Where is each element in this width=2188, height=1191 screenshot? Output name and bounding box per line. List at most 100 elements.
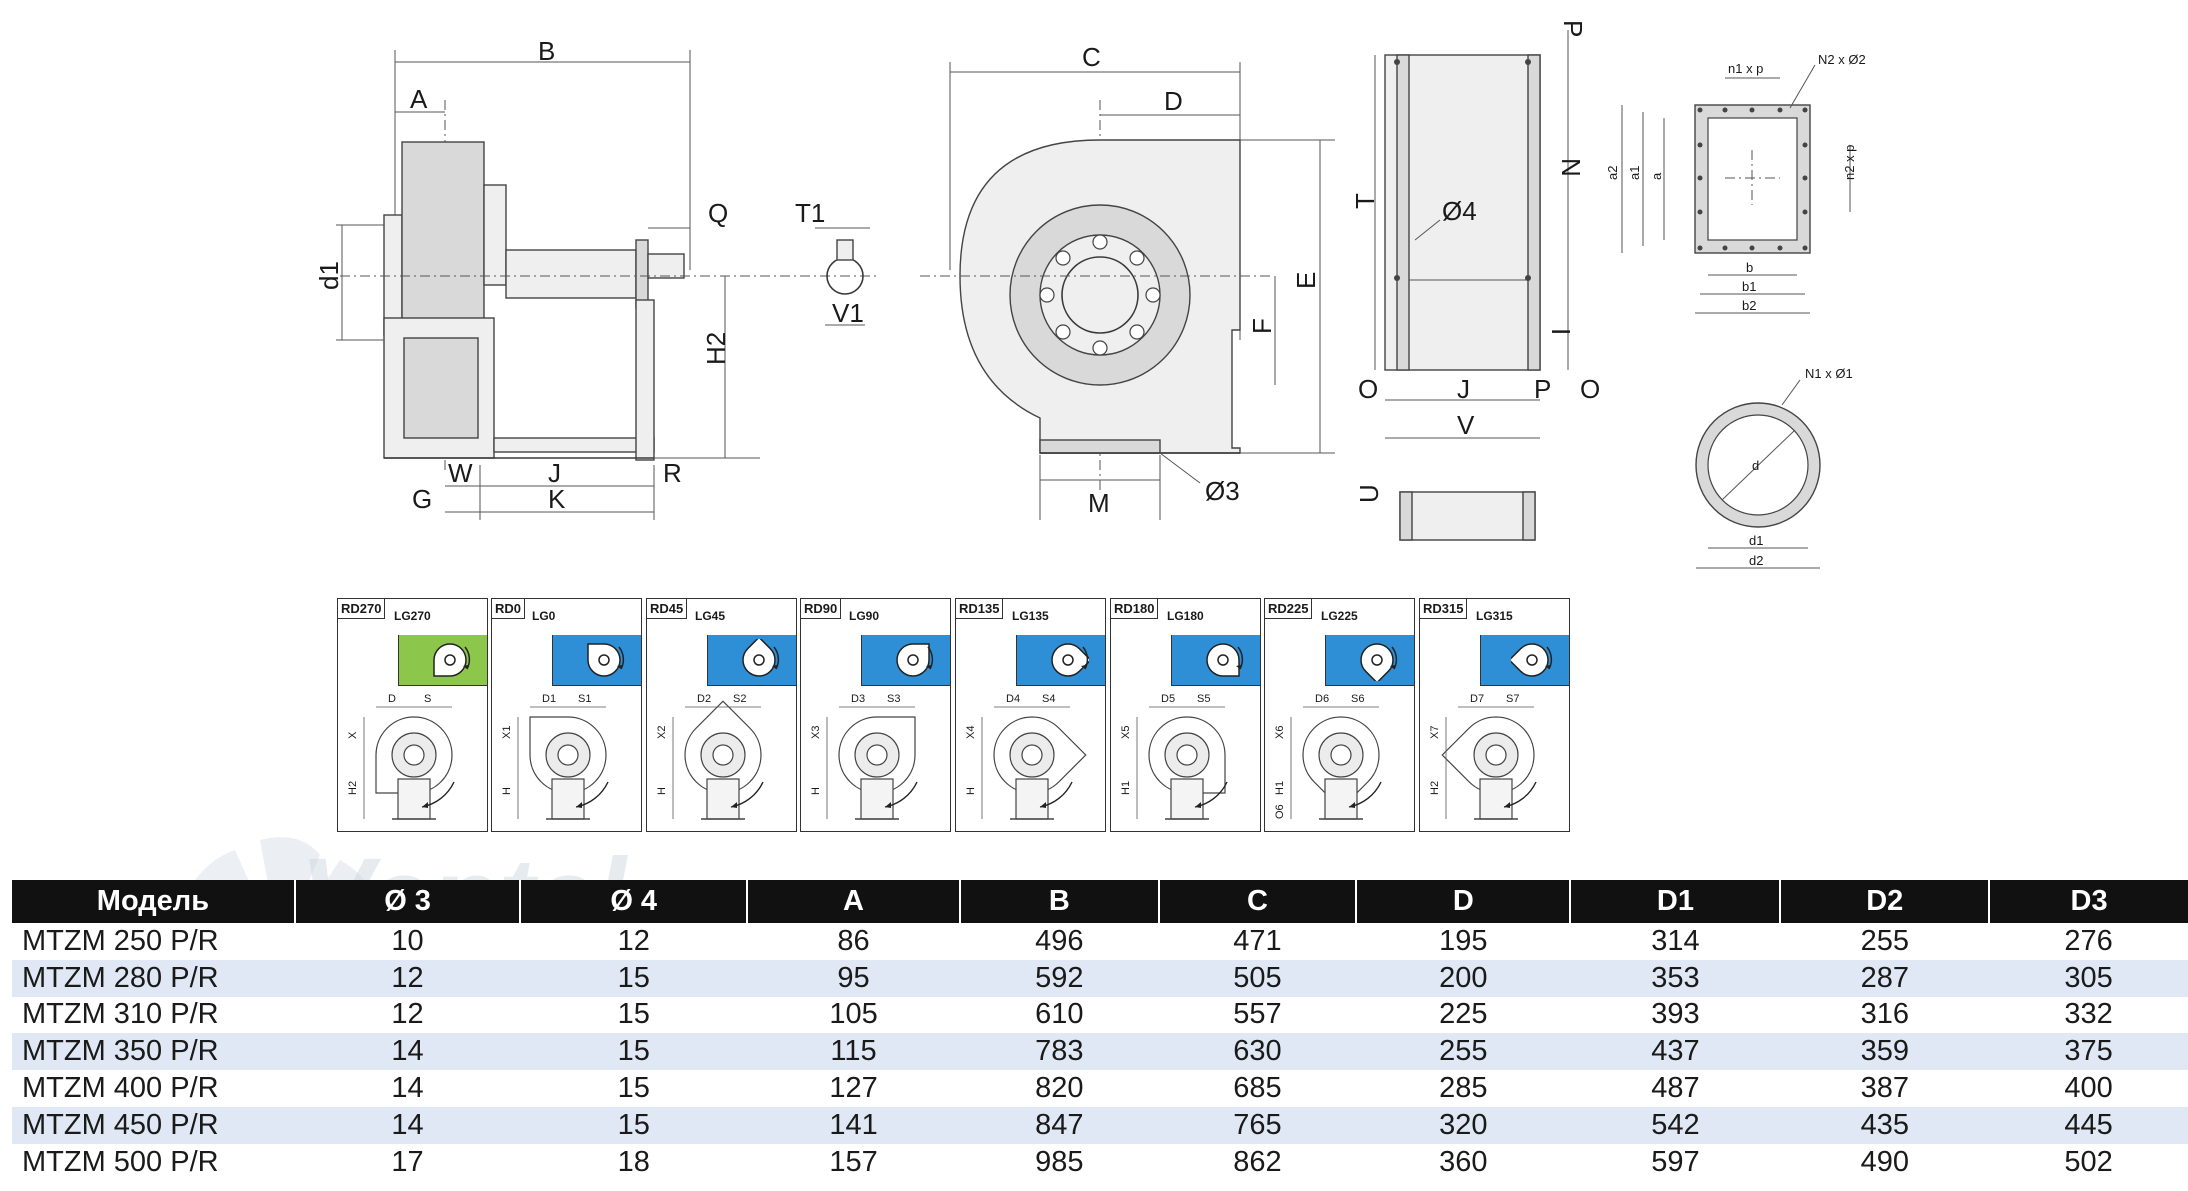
value-cell: 225 bbox=[1356, 996, 1571, 1034]
dim-V1: V1 bbox=[832, 298, 864, 328]
value-cell: 157 bbox=[747, 1143, 960, 1181]
variant-dim-label: X5 bbox=[1120, 726, 1132, 739]
model-cell: MTZM 250 P/R bbox=[12, 923, 295, 960]
dim-A: A bbox=[410, 84, 428, 114]
value-cell: 95 bbox=[747, 959, 960, 997]
value-cell: 437 bbox=[1570, 1033, 1781, 1071]
volute-orientation-icon bbox=[1511, 643, 1553, 677]
value-cell: 10 bbox=[294, 923, 521, 960]
variant-dim-label: H bbox=[965, 787, 977, 795]
dim-E: E bbox=[1291, 272, 1321, 289]
volute-orientation-icon bbox=[1206, 643, 1244, 677]
orientation-badge bbox=[707, 635, 796, 686]
orientation-badge bbox=[1325, 635, 1414, 686]
value-cell: 314 bbox=[1570, 923, 1781, 960]
dim-I: I bbox=[1546, 328, 1576, 335]
dim-C: C bbox=[1082, 42, 1101, 72]
model-cell: MTZM 400 P/R bbox=[12, 1070, 295, 1107]
value-cell: 505 bbox=[1158, 959, 1357, 997]
value-cell: 542 bbox=[1570, 1106, 1781, 1144]
value-cell: 557 bbox=[1158, 996, 1357, 1034]
variant-dim-label: X4 bbox=[965, 726, 977, 739]
variant-rd-label: RD225 bbox=[1265, 599, 1313, 619]
value-cell: 276 bbox=[1989, 923, 2188, 960]
value-cell: 502 bbox=[1989, 1143, 2188, 1181]
value-cell: 375 bbox=[1989, 1033, 2188, 1071]
variant-dim-label: H1 bbox=[1274, 781, 1286, 795]
column-header: D3 bbox=[1989, 880, 2188, 923]
variant-dim-label: S bbox=[424, 693, 431, 705]
variant-dim-label: D bbox=[388, 693, 396, 705]
variant-rd-label: RD180 bbox=[1111, 599, 1159, 619]
orientation-badge bbox=[1016, 635, 1105, 686]
variant-lg-label: LG315 bbox=[1476, 609, 1513, 623]
variant-dim-label: X2 bbox=[656, 726, 668, 739]
value-cell: 115 bbox=[747, 1033, 960, 1071]
variant-dim-label: S2 bbox=[733, 693, 746, 705]
dim-T: T bbox=[1350, 193, 1380, 209]
variant-dim-label: O6 bbox=[1274, 804, 1286, 819]
value-cell: 393 bbox=[1570, 996, 1781, 1034]
dim-N: N bbox=[1556, 158, 1586, 177]
value-cell: 12 bbox=[294, 959, 521, 997]
variant-dim-label: H bbox=[501, 787, 513, 795]
dim-O4: Ø4 bbox=[1442, 196, 1477, 226]
volute-orientation-icon bbox=[587, 643, 625, 677]
variant-lg-label: LG270 bbox=[394, 609, 431, 623]
value-cell: 285 bbox=[1356, 1070, 1571, 1107]
dim-J-side: J bbox=[548, 458, 561, 488]
variant-dim-label: S1 bbox=[578, 693, 591, 705]
value-cell: 12 bbox=[294, 996, 521, 1034]
value-cell: 15 bbox=[520, 996, 748, 1034]
dim-U: U bbox=[1354, 484, 1384, 503]
dim-D-front: D bbox=[1164, 86, 1183, 116]
variant-dim-label: D3 bbox=[851, 693, 865, 705]
flange-a1: a1 bbox=[1627, 166, 1642, 180]
value-cell: 847 bbox=[959, 1106, 1159, 1144]
dim-M: M bbox=[1088, 488, 1110, 518]
value-cell: 14 bbox=[294, 1033, 521, 1071]
variant-dim-label: D5 bbox=[1161, 693, 1175, 705]
value-cell: 400 bbox=[1989, 1070, 2188, 1107]
variant-lg-label: LG135 bbox=[1012, 609, 1049, 623]
dim-B: B bbox=[538, 36, 555, 66]
flange-a: a bbox=[1649, 172, 1664, 180]
value-cell: 985 bbox=[959, 1143, 1159, 1181]
column-header: B bbox=[959, 880, 1160, 923]
technical-drawing: B A Q d1 H2 T1 bbox=[314, 20, 1866, 569]
dim-V-frame: V bbox=[1457, 410, 1475, 440]
value-cell: 862 bbox=[1158, 1143, 1357, 1181]
variant-dim-label: D1 bbox=[542, 693, 556, 705]
value-cell: 105 bbox=[747, 996, 960, 1034]
dim-G: G bbox=[412, 484, 432, 514]
frame-view: T Ø4 P N I O J P O V U bbox=[1350, 20, 1600, 541]
flange-a2: a2 bbox=[1605, 166, 1620, 180]
value-cell: 592 bbox=[959, 959, 1159, 997]
variant-dim-label: S7 bbox=[1506, 693, 1519, 705]
orientation-badge bbox=[1480, 635, 1569, 686]
variant-rd-label: RD45 bbox=[647, 599, 688, 619]
column-header: A bbox=[747, 880, 961, 923]
value-cell: 15 bbox=[520, 1106, 748, 1144]
value-cell: 15 bbox=[520, 959, 748, 997]
value-cell: 305 bbox=[1989, 959, 2188, 997]
model-cell: MTZM 310 P/R bbox=[12, 996, 295, 1034]
column-header: D1 bbox=[1570, 880, 1782, 923]
variant-rd-label: RD0 bbox=[492, 599, 526, 619]
orientation-badge bbox=[398, 635, 487, 686]
orientation-badge bbox=[1171, 635, 1260, 686]
